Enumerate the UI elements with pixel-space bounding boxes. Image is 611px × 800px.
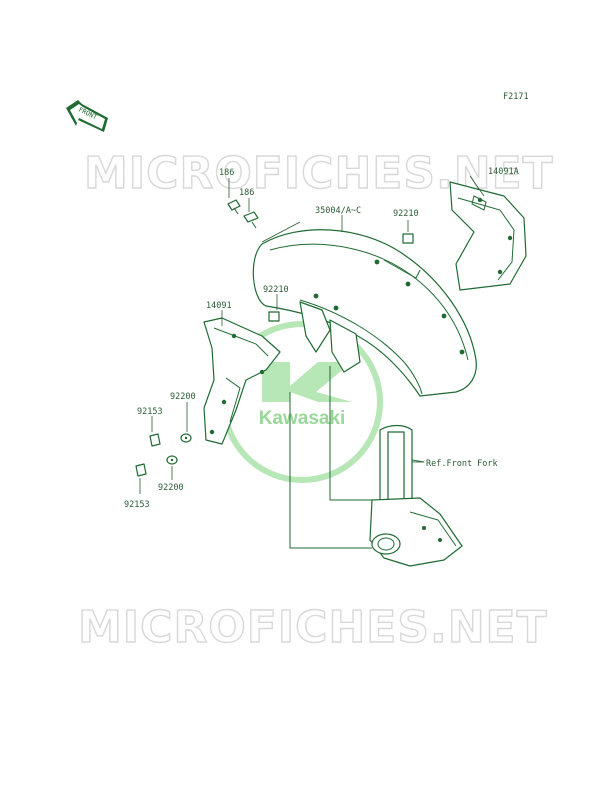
label-186-b: 186 — [239, 188, 254, 198]
label-14091: 14091 — [206, 301, 232, 311]
washer-upper-icon — [180, 433, 192, 443]
label-92210-center: 92210 — [263, 285, 289, 295]
bolt-lower-icon — [135, 463, 147, 477]
label-92200-lower: 92200 — [158, 483, 184, 493]
guide-line-left — [289, 392, 372, 549]
fender-cover-left — [203, 317, 281, 445]
leader-lines — [139, 175, 485, 494]
figure-code: F2171 — [503, 92, 529, 102]
front-fork — [369, 424, 463, 567]
watermark-top: MICROFICHES.NET — [84, 148, 554, 199]
logo-k-icon — [262, 362, 352, 402]
guide-line-mid — [329, 366, 380, 501]
bolt-186-b-icon — [243, 211, 259, 229]
front-fender — [252, 229, 477, 397]
bolt-186-a-icon — [227, 199, 241, 215]
label-92210-right: 92210 — [393, 209, 419, 219]
washer-lower-icon — [166, 455, 178, 465]
label-14091a: 14091A — [488, 167, 519, 177]
label-92153-lower: 92153 — [124, 500, 150, 510]
fender-cover-right — [449, 181, 527, 291]
label-35004: 35004/A~C — [315, 206, 361, 216]
logo-text: Kawasaki — [259, 408, 346, 429]
clip-92210-center-icon — [268, 311, 280, 322]
label-186-a: 186 — [219, 168, 234, 178]
label-ref-front-fork: Ref.Front Fork — [426, 459, 498, 469]
watermark-bottom: MICROFICHES.NET — [78, 602, 548, 653]
label-92153-upper: 92153 — [137, 407, 163, 417]
label-92200-upper: 92200 — [170, 392, 196, 402]
bolt-upper-icon — [149, 433, 161, 447]
front-arrow-icon: FRONT — [66, 100, 108, 132]
clip-92210-right-icon — [402, 233, 414, 244]
